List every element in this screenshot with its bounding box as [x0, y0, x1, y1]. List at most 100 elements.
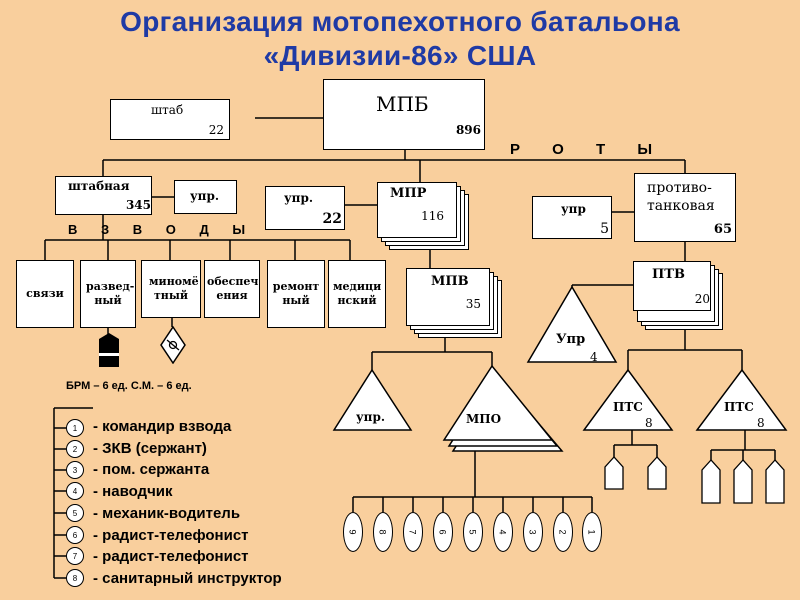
- legend-marker: 1: [66, 419, 84, 437]
- soldier-number: 8: [377, 529, 388, 535]
- atc-company-box: противо-танковая 65: [634, 173, 736, 242]
- platoon-recon-label: развед-ный: [86, 280, 135, 307]
- company-mgmt-box: упр. 22: [265, 186, 345, 230]
- mpr-number: 116: [421, 209, 444, 223]
- atc-number: 65: [713, 222, 732, 237]
- upr-small-label: Упр: [556, 332, 586, 347]
- mpo-label: МПО: [466, 412, 502, 426]
- platoon-mortar: миномё тный: [141, 260, 201, 318]
- atgm-vehicle-icon: [733, 459, 753, 504]
- soldier-number: 5: [467, 529, 478, 535]
- soldier-marker: 7: [403, 512, 423, 552]
- platoon-mortar-label: миномё тный: [149, 275, 199, 302]
- platoon-medical-label: медици нский: [333, 280, 382, 307]
- soldier-marker: 4: [493, 512, 513, 552]
- soldier-number: 9: [347, 529, 358, 535]
- legend-item: - санитарный инструктор: [93, 570, 282, 587]
- mpb-battalion-box: МПБ 896: [323, 79, 485, 150]
- mpb-number: 896: [455, 123, 481, 137]
- legend-marker: 5: [66, 504, 84, 522]
- soldier-number: 1: [586, 529, 597, 535]
- hq-company-mgmt-label: упр.: [190, 189, 220, 203]
- soldier-number: 3: [527, 529, 538, 535]
- platoon-signal: связи: [16, 260, 74, 328]
- atc-label-line1: противо-: [647, 180, 712, 196]
- soldier-marker: 6: [433, 512, 453, 552]
- platoon-recon: развед-ный: [80, 260, 136, 328]
- hq-staff-number: 22: [208, 123, 224, 137]
- hq-company-mgmt-box: упр.: [174, 180, 237, 214]
- equipment-note: БРМ – 6 ед. С.М. – 6 ед.: [66, 380, 192, 392]
- hq-staff-box: штаб 22: [110, 99, 230, 140]
- hq-company-box: штабная 345: [55, 176, 152, 215]
- mpv-number: 35: [465, 297, 481, 311]
- platoon-signal-label: связи: [26, 287, 64, 300]
- diagram-title-line1: Организация мотопехотного батальона: [120, 6, 680, 37]
- atgm-vehicle-icon: [604, 456, 624, 490]
- legend-marker: 3: [66, 461, 84, 479]
- mpv-label: МПВ: [431, 274, 469, 289]
- legend-item: - наводчик: [93, 483, 173, 500]
- soldier-marker: 5: [463, 512, 483, 552]
- soldier-marker: 2: [553, 512, 573, 552]
- platoon-support-label: обеспеч ения: [207, 275, 259, 302]
- upr-small-triangle: [526, 285, 618, 363]
- legend-item: - командир взвода: [93, 418, 232, 435]
- pts1-label: ПТС: [613, 400, 643, 414]
- ptv-number: 20: [694, 292, 710, 306]
- upr-triangle: [332, 368, 413, 431]
- hq-company-number: 345: [125, 198, 151, 212]
- pts2-label: ПТС: [724, 400, 754, 414]
- mpr-company-box: МПР 116: [377, 182, 457, 238]
- soldier-number: 6: [437, 529, 448, 535]
- legend-marker: 2: [66, 440, 84, 458]
- pts1-number: 8: [645, 416, 653, 430]
- legend-marker: 4: [66, 482, 84, 500]
- ptv-label: ПТВ: [652, 267, 685, 282]
- soldier-marker: 3: [523, 512, 543, 552]
- atgm-vehicle-icon: [701, 459, 721, 504]
- pts2-triangle: [695, 368, 788, 431]
- legend-item: - пом. сержанта: [93, 461, 210, 478]
- mpv-platoon-box: МПВ 35: [406, 268, 490, 326]
- atc-mgmt-label: упр: [561, 202, 586, 216]
- mpb-label: МПБ: [376, 92, 429, 116]
- company-mgmt-label: упр.: [284, 191, 314, 205]
- upr-triangle-label: упр.: [356, 410, 386, 424]
- atc-mgmt-number: 5: [600, 221, 609, 237]
- platoon-repair: ремонт ный: [267, 260, 325, 328]
- atc-mgmt-box: упр 5: [532, 196, 612, 239]
- pts1-triangle: [582, 368, 674, 431]
- platoon-medical: медици нский: [328, 260, 386, 328]
- companies-label: Р О Т Ы: [510, 141, 667, 158]
- company-mgmt-number: 22: [322, 211, 342, 227]
- legend-marker: 6: [66, 526, 84, 544]
- pts2-number: 8: [757, 416, 765, 430]
- mpo-triangle: [442, 364, 554, 441]
- legend-item: - механик-водитель: [93, 505, 241, 522]
- legend-item: - радист-телефонист: [93, 527, 249, 544]
- soldier-marker: 9: [343, 512, 363, 552]
- mpr-label: МПР: [390, 186, 427, 201]
- legend-item: - ЗКВ (сержант): [93, 440, 207, 457]
- atc-label-line2: танковая: [647, 198, 715, 214]
- soldier-number: 4: [497, 529, 508, 535]
- ptv-platoon-box: ПТВ 20: [633, 261, 711, 311]
- diagram-title-line2: «Дивизии-86» США: [263, 40, 537, 71]
- soldier-number: 2: [557, 529, 568, 535]
- atgm-vehicle-icon: [765, 459, 785, 504]
- platoons-label: В З В О Д Ы: [68, 222, 256, 237]
- legend-item: - радист-телефонист: [93, 548, 249, 565]
- platoon-repair-label: ремонт ный: [272, 280, 320, 307]
- legend-marker: 7: [66, 547, 84, 565]
- upr-small-number: 4: [590, 350, 598, 364]
- platoon-support: обеспеч ения: [204, 260, 260, 318]
- mortar-icon: [160, 326, 186, 364]
- atc-label: противо-танковая: [647, 179, 715, 215]
- soldier-number: 7: [407, 529, 418, 535]
- soldier-marker: 1: [582, 512, 602, 552]
- atgm-vehicle-icon: [647, 456, 667, 490]
- soldier-marker: 8: [373, 512, 393, 552]
